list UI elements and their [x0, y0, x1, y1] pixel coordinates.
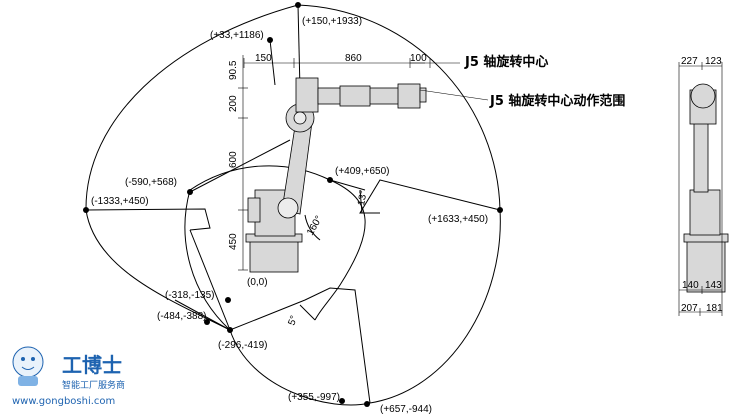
j5-center-label: J5 轴旋转中心 — [464, 54, 548, 70]
point-label: (-296,-419) — [218, 340, 267, 351]
point-label: (-484,-388) — [157, 311, 206, 322]
angle-160: 160° — [305, 214, 325, 237]
dim-150: 150 — [255, 53, 272, 64]
point-label: (0,0) — [247, 277, 268, 288]
dim-90-5: 90.5 — [228, 60, 239, 80]
watermark-name: 工博士 — [62, 353, 122, 377]
point-label: (+355,-997) — [288, 392, 340, 403]
dim-200: 200 — [228, 95, 239, 112]
mascot-icon — [12, 346, 44, 386]
point-label: (+657,-944) — [380, 404, 432, 415]
watermark-url: www.gongboshi.com — [12, 396, 115, 407]
angle-13: 13° — [356, 190, 369, 207]
point-label: (+1633,+450) — [428, 214, 488, 225]
point-label: (-1333,+450) — [91, 196, 149, 207]
side-dim-181: 181 — [706, 303, 723, 314]
dim-600: 600 — [228, 151, 239, 168]
side-dim-123: 123 — [705, 56, 722, 67]
angle-5: 5° — [286, 314, 300, 327]
side-dim-140: 140 — [682, 280, 699, 291]
dimension-lines — [238, 55, 489, 271]
dim-450: 450 — [228, 233, 239, 250]
side-view-dimensions — [678, 62, 723, 316]
side-dim-227: 227 — [681, 56, 698, 67]
point-label: (-590,+568) — [125, 177, 177, 188]
watermark-tagline: 智能工厂服务商 — [62, 379, 125, 391]
point-label: (+150,+1933) — [302, 16, 362, 27]
dim-860: 860 — [345, 53, 362, 64]
watermark: 工博士 智能工厂服务商 www.gongboshi.com — [12, 346, 125, 407]
reference-dots — [83, 2, 503, 407]
point-label: (-318,-135) — [165, 290, 214, 301]
workspace-envelope — [85, 4, 501, 406]
side-dim-143: 143 — [705, 280, 722, 291]
dim-100: 100 — [410, 53, 427, 64]
point-label: (+33,+1186) — [210, 30, 264, 41]
side-dim-207: 207 — [681, 303, 698, 314]
point-label: (+409,+650) — [335, 166, 390, 177]
robot-side-view — [683, 83, 729, 293]
j5-range-label: J5 轴旋转中心动作范围 — [489, 93, 625, 109]
robot-front-view — [245, 77, 427, 273]
